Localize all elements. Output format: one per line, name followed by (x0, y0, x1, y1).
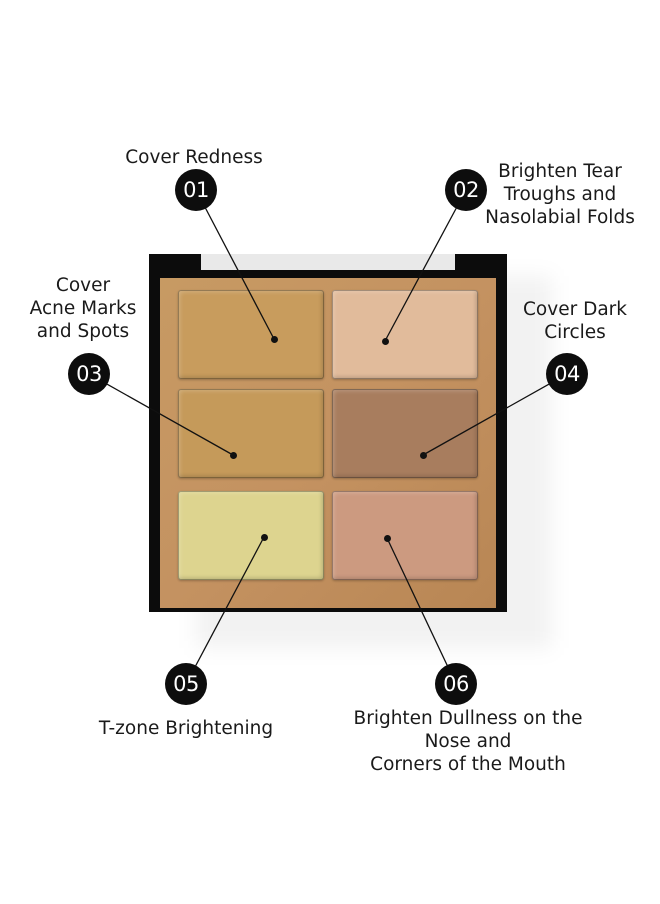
callout-label-line: Cover Redness (125, 147, 263, 168)
callout-label-line: Acne Marks (29, 298, 137, 319)
palette-hinge-right (455, 254, 507, 276)
callout-number-01: 01 (175, 169, 217, 211)
callout-label-06: Brighten Dullness on the Nose and Corner… (333, 707, 603, 776)
callout-label-line: Cover Dark (523, 299, 627, 320)
callout-label-line: Troughs and (503, 184, 617, 205)
shade-pan-05 (178, 491, 324, 580)
callout-label-04: Cover Dark Circles (510, 298, 640, 344)
palette-tray (160, 278, 496, 608)
leader-line-02 (384, 189, 467, 342)
leader-line-04 (422, 373, 568, 456)
callout-label-line: T-zone Brightening (98, 718, 274, 739)
callout-label-line: Nose and (424, 731, 512, 752)
palette-hinge-left (149, 254, 201, 276)
shade-pan-06 (332, 491, 478, 580)
palette-lid-gap (201, 254, 455, 270)
callout-number-04: 04 (546, 353, 588, 395)
callout-label-line: Brighten Tear (498, 161, 622, 182)
leader-line-06 (386, 537, 457, 685)
leader-line-03 (88, 373, 234, 456)
concealer-palette (149, 254, 507, 612)
callout-number-06: 06 (435, 663, 477, 705)
callout-label-01: Cover Redness (94, 146, 294, 169)
pointer-dot-04 (419, 451, 427, 459)
leader-line-05 (185, 536, 265, 685)
callout-label-line: Cover (55, 275, 111, 296)
callout-label-line: Corners of the Mouth (370, 754, 566, 775)
pointer-dot-01 (270, 335, 278, 343)
callout-label-02: Brighten Tear Troughs and Nasolabial Fol… (470, 160, 650, 229)
callout-label-03: Cover Acne Marks and Spots (18, 274, 148, 343)
callout-label-line: and Spots (36, 321, 130, 342)
callout-number-05: 05 (165, 663, 207, 705)
callout-number-02: 02 (445, 169, 487, 211)
pointer-dot-02 (381, 337, 389, 345)
callout-label-line: Brighten Dullness on the (353, 708, 583, 729)
callout-label-line: Nasolabial Folds (485, 207, 635, 228)
shade-pan-04 (332, 389, 478, 478)
pointer-dot-03 (229, 451, 237, 459)
leader-line-01 (195, 189, 275, 340)
callout-label-line: Circles (544, 322, 606, 343)
shade-pan-03 (178, 389, 324, 478)
pointer-dot-06 (383, 534, 391, 542)
pointer-dot-05 (260, 533, 268, 541)
callout-number-03: 03 (68, 353, 110, 395)
callout-label-05: T-zone Brightening (76, 717, 296, 740)
shade-pan-01 (178, 290, 324, 379)
